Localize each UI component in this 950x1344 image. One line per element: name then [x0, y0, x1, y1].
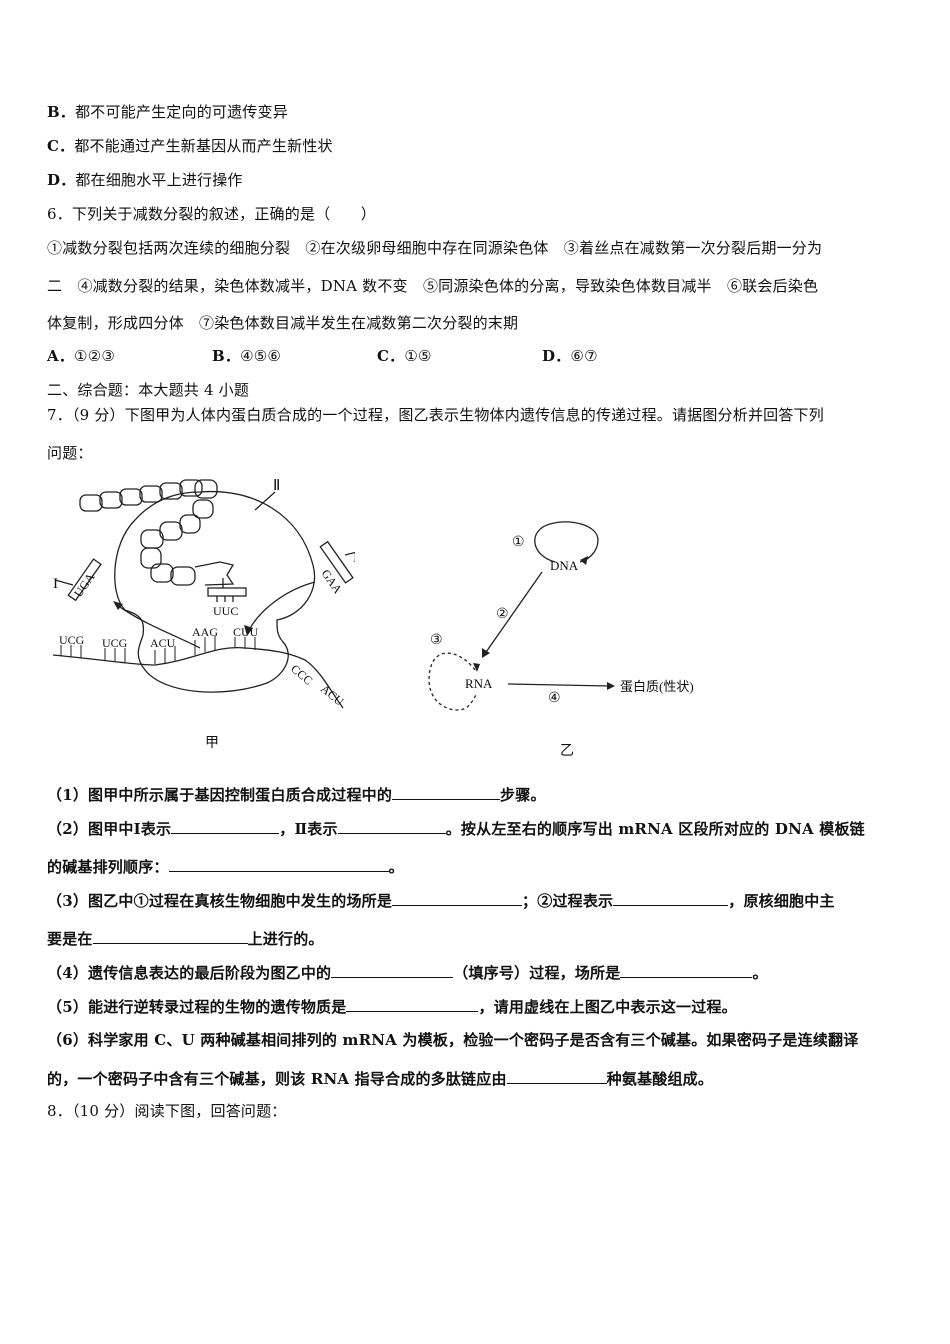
option-letter: C． [47, 137, 75, 155]
codon-1: UCG [59, 633, 85, 647]
sub6-text: 种氨基酸组成。 [606, 1070, 714, 1088]
sub5-text: （5）能进行逆转录过程的生物的遗传物质是 [47, 998, 347, 1016]
codon-7: ACU [318, 682, 347, 709]
anticodon-uuc: UUC [213, 604, 238, 618]
q7-sub3-line2: 要是在 上进行的。 [47, 928, 324, 949]
q7-sub2: （2）图甲中Ⅰ表示 ，Ⅱ表示 。按从左至右的顺序写出 mRNA 区段所对应的 DNA… [47, 818, 865, 839]
figure-jia-caption: 甲 [205, 735, 219, 751]
sub2-blank-1[interactable] [171, 818, 280, 834]
sub3-blank-1[interactable] [392, 890, 523, 906]
option-letter: A． [47, 347, 75, 365]
step2-label: ② [496, 607, 509, 622]
step1-label: ① [512, 535, 525, 550]
q7-sub2-line2: 的碱基排列顺序： 。 [47, 856, 404, 877]
codon-5: CUU [233, 625, 259, 639]
sub2-text: 的碱基排列顺序： [47, 858, 169, 876]
rna-label: RNA [465, 676, 493, 691]
q6-option-d: D．⑥⑦ [542, 346, 598, 366]
q7-stem-line2: 问题： [47, 444, 93, 462]
option-text: ①⑤ [404, 347, 432, 365]
option-text: 都不能通过产生新基因从而产生新性状 [74, 137, 333, 155]
q6-statements-line2: 二 ④减数分裂的结果，染色体数减半，DNA 数不变 ⑤同源染色体的分离，导致染色… [47, 277, 819, 295]
sub3-text: ；②过程表示 [522, 892, 614, 910]
q6-statements-line3: 体复制，形成四分体 ⑦染色体数目减半发生在减数第二次分裂的末期 [47, 314, 519, 332]
polypeptide-chain [79, 479, 235, 586]
figure-yi-caption: 乙 [560, 743, 574, 759]
sub3-text: 上进行的。 [247, 930, 324, 948]
q7-sub5: （5）能进行逆转录过程的生物的遗传物质是 ，请用虚线在上图乙中表示这一过程。 [47, 996, 737, 1017]
option-letter: B． [47, 103, 76, 121]
replication-loop [534, 521, 599, 563]
protein-label: 蛋白质(性状) [620, 679, 694, 694]
sub4-text: （4）遗传信息表达的最后阶段为图乙中的 [47, 964, 332, 982]
step3-label: ③ [430, 633, 443, 648]
sub1-text-after: 步骤。 [500, 786, 546, 804]
option-text: 都不可能产生定向的可遗传变异 [75, 103, 288, 121]
codon-2: UCG [102, 636, 128, 650]
sub4-blank-1[interactable] [331, 962, 454, 978]
sub3-blank-3[interactable] [92, 928, 248, 944]
q6-option-c: C．①⑤ [377, 346, 432, 366]
q7-sub3: （3）图乙中①过程在真核生物细胞中发生的场所是 ；②过程表示 ，原核细胞中主 [47, 890, 835, 911]
sub3-text: 要是在 [47, 930, 93, 948]
option-letter: C． [377, 347, 405, 365]
sub4-blank-2[interactable] [620, 962, 753, 978]
label-I-right: I [353, 550, 355, 566]
figure-jia: Ⅱ I I UUC UCG UCG ACU AAG CUU CCC ACU UG… [52, 478, 355, 751]
anticodon-gaa: GAA [319, 567, 346, 597]
q8-stem: 8．（10 分）阅读下图，回答问题： [47, 1102, 287, 1120]
label-I-left: I [53, 576, 58, 592]
sub3-text: （3）图乙中①过程在真核生物细胞中发生的场所是 [47, 892, 393, 910]
sub2-text: （2）图甲中Ⅰ表示 [47, 820, 172, 838]
sub3-text: ，原核细胞中主 [728, 892, 835, 910]
q7-sub4: （4）遗传信息表达的最后阶段为图乙中的 （填序号）过程，场所是 。 [47, 962, 768, 983]
codon-3: ACU [150, 636, 176, 650]
option-letter: B． [212, 347, 241, 365]
sub6-text: 的，一个密码子中含有三个碱基，则该 RNA 指导合成的多肽链应由 [47, 1070, 507, 1088]
q6-statements-line1: ①减数分裂包括两次连续的细胞分裂 ②在次级卵母细胞中存在同源染色体 ③着丝点在减… [47, 239, 823, 257]
sub2-blank-3[interactable] [168, 856, 389, 872]
codon-4: AAG [192, 625, 218, 639]
sub2-blank-2[interactable] [337, 818, 446, 834]
sub1-text: （1）图甲中所示属于基因控制蛋白质合成过程中的 [47, 786, 393, 804]
q5-option-b: B．都不可能产生定向的可遗传变异 [47, 102, 288, 122]
figure-yi: DNA RNA 蛋白质(性状) ① ② ③ ④ 乙 [428, 521, 694, 759]
option-text: ④⑤⑥ [240, 347, 282, 365]
sub5-blank[interactable] [346, 996, 479, 1012]
q6-options: A．①②③ B．④⑤⑥ C．①⑤ D．⑥⑦ [47, 346, 747, 366]
step4-label: ④ [548, 691, 561, 706]
section-heading: 二、综合题：本大题共 4 小题 [47, 381, 250, 399]
option-text: 都在细胞水平上进行操作 [75, 171, 243, 189]
q6-option-b: B．④⑤⑥ [212, 346, 281, 366]
option-letter: D． [542, 347, 571, 365]
q7-sub6-line1: （6）科学家用 C、U 两种碱基相间排列的 mRNA 为模板，检验一个密码子是否… [47, 1031, 859, 1049]
sub6-blank[interactable] [506, 1068, 607, 1084]
sub2-text: 。按从左至右的顺序写出 mRNA 区段所对应的 DNA 模板链 [445, 820, 865, 838]
option-text: ⑥⑦ [570, 347, 598, 365]
dna-label: DNA [550, 558, 579, 573]
q7-sub6-line2: 的，一个密码子中含有三个碱基，则该 RNA 指导合成的多肽链应由 种氨基酸组成。 [47, 1068, 713, 1089]
sub5-text: ，请用虚线在上图乙中表示这一过程。 [478, 998, 737, 1016]
q7-stem-line1: 7．（9 分）下图甲为人体内蛋白质合成的一个过程，图乙表示生物体内遗传信息的传递… [47, 406, 824, 424]
sub1-blank[interactable] [392, 784, 501, 800]
q5-option-d: D．都在细胞水平上进行操作 [47, 170, 243, 190]
transcription-arrow [483, 571, 543, 656]
sub2-text: ，Ⅱ表示 [279, 820, 338, 838]
sub4-text: （填序号）过程，场所是 [453, 964, 621, 982]
sub4-text: 。 [752, 964, 768, 982]
label-II: Ⅱ [273, 478, 280, 494]
translation-arrow [507, 683, 611, 687]
q5-option-c: C．都不能通过产生新基因从而产生新性状 [47, 136, 333, 156]
sub2-text: 。 [388, 858, 404, 876]
q6-option-a: A．①②③ [47, 346, 115, 366]
q6-stem: 6．下列关于减数分裂的叙述，正确的是（ ） [47, 205, 376, 223]
q7-sub1: （1）图甲中所示属于基因控制蛋白质合成过程中的 步骤。 [47, 784, 546, 805]
option-text: ①②③ [74, 347, 115, 365]
rna-replication-loop [428, 652, 477, 711]
option-letter: D． [47, 171, 76, 189]
sub3-blank-2[interactable] [613, 890, 729, 906]
